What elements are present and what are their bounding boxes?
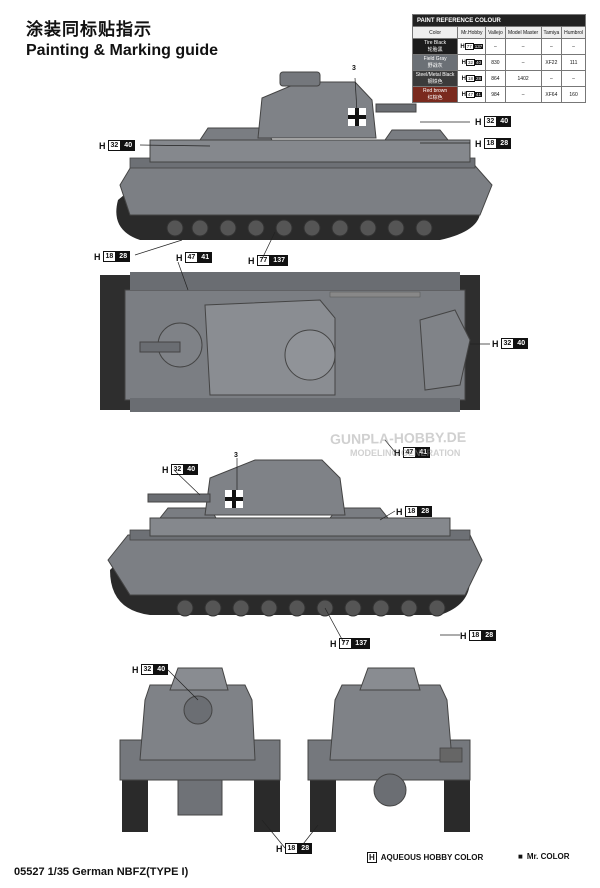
col-humbrol: Humbrol: [561, 26, 586, 39]
vallejo-cell: –: [485, 38, 506, 55]
title-chinese: 涂装同标贴指示: [26, 20, 152, 40]
col-vallejo: Vallejo: [485, 26, 506, 39]
watermark-subtitle: MODELING GENERATION: [350, 448, 461, 458]
leader-lines: [134, 77, 490, 849]
tank-front-view: [119, 667, 281, 832]
marker-number: 3: [352, 65, 356, 72]
legend-mr-color: ■ Mr. COLOR: [518, 852, 570, 861]
tank-side-view-right: [107, 459, 483, 617]
col-model-master: Model Master: [504, 26, 542, 39]
marker-number: 3: [234, 452, 238, 459]
balkenkreuz-decal: [225, 490, 243, 508]
tamiya-cell: XF64: [540, 86, 563, 103]
tank-side-view-left: [116, 71, 493, 240]
col-mrhobby: Mr.Hobby: [457, 26, 487, 39]
table-title: PAINT REFERENCE COLOUR: [412, 14, 586, 27]
col-color: Color: [411, 26, 459, 39]
tank-rear-view: [307, 667, 471, 832]
aqueous-symbol-icon: H: [367, 852, 377, 863]
title-english: Painting & Marking guide: [26, 42, 219, 59]
product-footer: 05527 1/35 German NBFZ(TYPE I): [14, 866, 189, 878]
square-icon: ■: [518, 852, 523, 861]
table-header-row: Color Mr.Hobby Vallejo Model Master Tami…: [411, 26, 586, 39]
watermark: GUNPLA-HOBBY.DE: [329, 428, 467, 448]
legend-aqueous: H AQUEOUS HOBBY COLOR: [367, 852, 483, 863]
balkenkreuz-decal: [348, 108, 366, 126]
legend-aqueous-label: AQUEOUS HOBBY COLOR: [380, 853, 484, 862]
model-master-cell: –: [504, 86, 542, 103]
paint-reference-table: PAINT REFERENCE COLOUR Color Mr.Hobby Va…: [411, 14, 586, 103]
col-tamiya: Tamiya: [540, 26, 563, 39]
humbrol-cell: 111: [561, 54, 586, 71]
humbrol-cell: 160: [561, 86, 586, 103]
vallejo-cell: 984: [485, 86, 506, 103]
legend-mr-label: Mr. COLOR: [526, 852, 570, 861]
tank-top-view: [100, 272, 480, 412]
